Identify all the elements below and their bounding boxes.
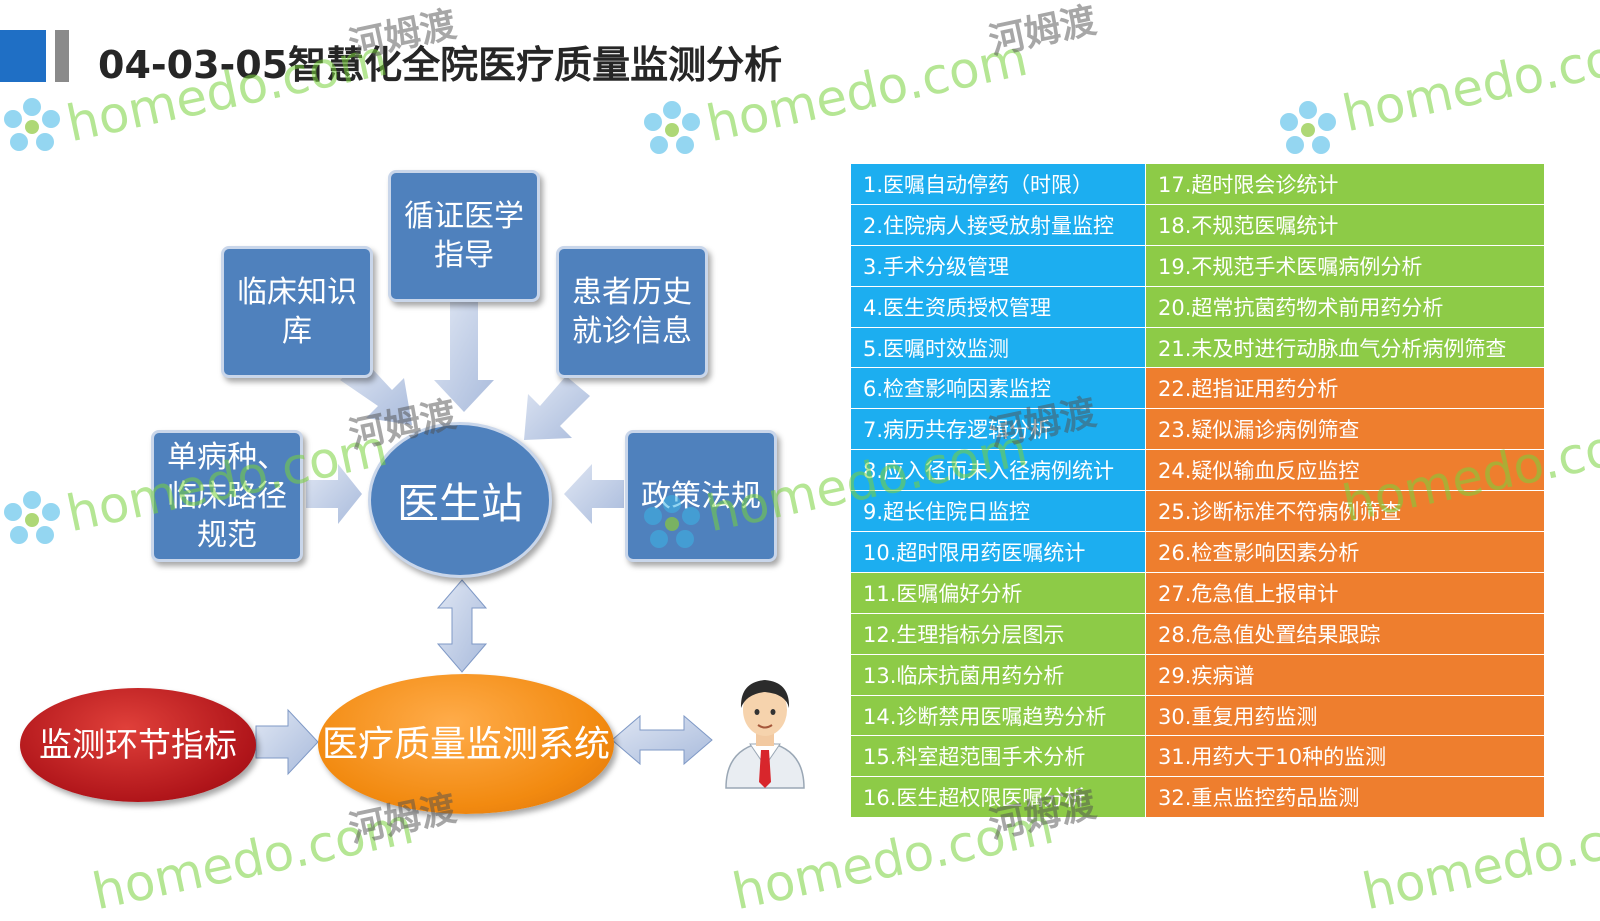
metric-cell: 8.应入径而未入径病例统计	[851, 450, 1146, 492]
arrow-center-system	[436, 579, 488, 673]
arrow-pathway-to-center	[306, 464, 362, 524]
metric-cell: 16.医生超权限医嘱分析	[851, 777, 1146, 819]
doctor-station-diagram: 临床知识库 循证医学指导 患者历史就诊信息 单病种、临床路径规范 政策法规 医生…	[0, 150, 840, 850]
box-patient-history: 患者历史就诊信息	[556, 246, 708, 378]
metric-cell: 6.检查影响因素监控	[851, 368, 1146, 410]
metric-cell: 2.住院病人接受放射量监控	[851, 204, 1146, 246]
metric-cell: 27.危急值上报审计	[1146, 572, 1545, 614]
metric-cell: 26.检查影响因素分析	[1146, 532, 1545, 573]
arrow-system-doctor	[611, 714, 713, 766]
metric-cell: 24.疑似输血反应监控	[1146, 450, 1545, 492]
watermark-logo: homedo.com	[1337, 18, 1600, 144]
ellipse-quality-system: 医疗质量监测系统	[318, 674, 614, 814]
metric-cell: 32.重点监控药品监测	[1146, 777, 1545, 819]
metric-cell: 7.病历共存逻辑分析	[851, 409, 1146, 451]
metric-cell: 22.超指证用药分析	[1146, 368, 1545, 410]
ellipse-monitoring-indicator: 监测环节指标	[20, 688, 256, 802]
watermark-cn: 河姆渡	[985, 0, 1100, 63]
metric-cell: 11.医嘱偏好分析	[851, 572, 1146, 614]
metric-cell: 31.用药大于10种的监测	[1146, 736, 1545, 778]
metric-cell: 18.不规范医嘱统计	[1146, 204, 1545, 246]
metric-cell: 19.不规范手术医嘱病例分析	[1146, 245, 1545, 287]
arrow-history-to-center	[524, 376, 590, 440]
page-title: 04-03-05智慧化全院医疗质量监测分析	[98, 43, 783, 87]
metric-cell: 28.危急值处置结果跟踪	[1146, 613, 1545, 655]
metric-cell: 17.超时限会诊统计	[1146, 164, 1545, 205]
center-doctor-station: 医生站	[368, 422, 552, 578]
arrow-indicator-to-system	[255, 708, 319, 776]
metric-cell: 5.医嘱时效监测	[851, 327, 1146, 369]
watermark-flower-icon	[1280, 101, 1336, 154]
metric-cell: 30.重复用药监测	[1146, 695, 1545, 737]
metric-cell: 25.诊断标准不符病例筛查	[1146, 491, 1545, 533]
metric-cell: 9.超长住院日监控	[851, 491, 1146, 533]
arrow-evidence-to-center	[434, 300, 494, 412]
metric-cell: 21.未及时进行动脉血气分析病例筛查	[1146, 327, 1545, 369]
metric-cell: 12.生理指标分层图示	[851, 613, 1146, 655]
diagram-arrows	[255, 300, 713, 776]
doctor-icon	[725, 680, 805, 789]
title-accent-bar-gray	[55, 30, 69, 82]
metric-cell: 23.疑似漏诊病例筛查	[1146, 409, 1545, 451]
box-clinical-knowledge: 临床知识库	[221, 246, 373, 378]
metric-cell: 4.医生资质授权管理	[851, 286, 1146, 328]
box-clinical-pathway: 单病种、临床路径规范	[151, 430, 303, 562]
metric-cell: 20.超常抗菌药物术前用药分析	[1146, 286, 1545, 328]
metric-cell: 3.手术分级管理	[851, 245, 1146, 287]
arrow-policy-to-center	[564, 464, 624, 524]
metric-cell: 29.疾病谱	[1146, 654, 1545, 696]
metric-cell: 1.医嘱自动停药（时限）	[851, 164, 1146, 205]
metric-cell: 10.超时限用药医嘱统计	[851, 532, 1146, 573]
metric-cell: 14.诊断禁用医嘱趋势分析	[851, 695, 1146, 737]
metric-cell: 15.科室超范围手术分析	[851, 736, 1146, 778]
box-evidence-medicine: 循证医学指导	[388, 170, 540, 302]
box-policy: 政策法规	[625, 430, 777, 562]
title-accent-bar	[0, 30, 46, 82]
metric-cell: 13.临床抗菌用药分析	[851, 654, 1146, 696]
